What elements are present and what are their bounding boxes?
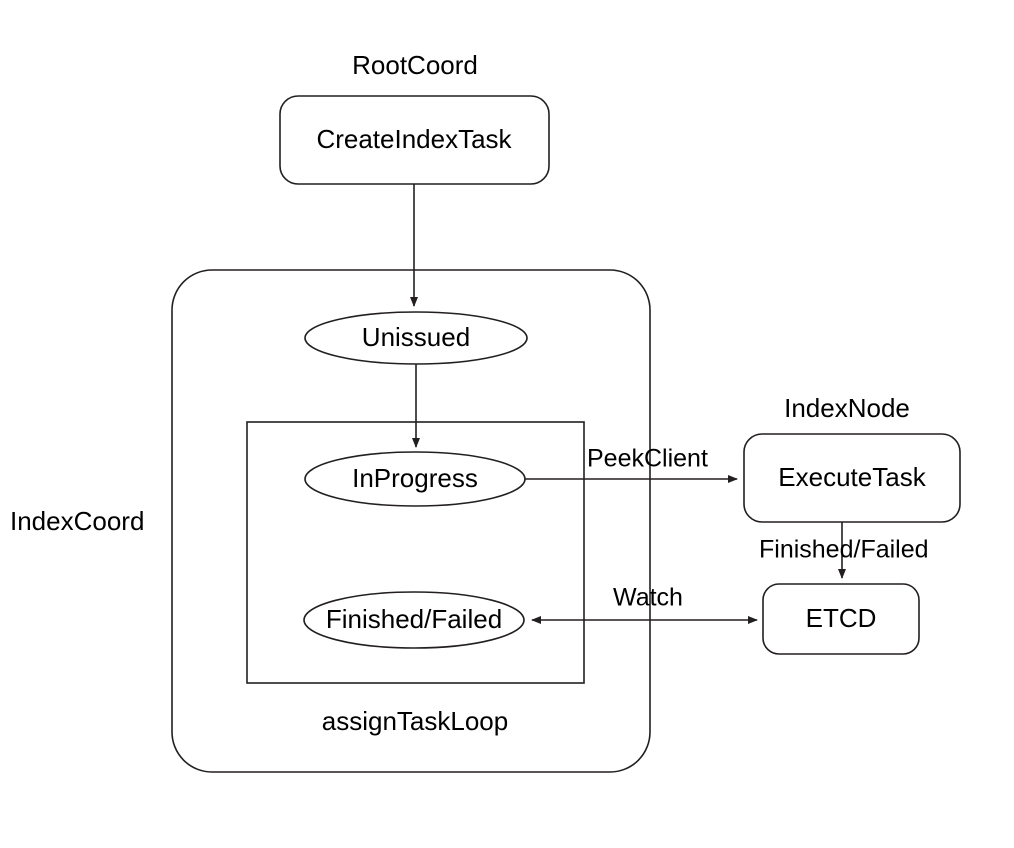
node-etcd[interactable]: ETCD (762, 583, 920, 655)
node-in-progress[interactable]: InProgress (304, 451, 526, 507)
edge-etcd-watch-finishedfailed: Watch (531, 584, 758, 624)
node-finished-failed[interactable]: Finished/Failed (303, 591, 525, 649)
finished-failed-shape[interactable] (303, 591, 525, 649)
in-progress-shape[interactable] (304, 451, 526, 507)
etcd-label: ETCD (806, 603, 877, 633)
unissued-label: Unissued (362, 322, 470, 352)
execute-task-shape[interactable] (743, 433, 961, 523)
finished-failed-label: Finished/Failed (326, 604, 502, 634)
execute-task-label: ExecuteTask (778, 462, 926, 492)
unissued-shape[interactable] (304, 311, 528, 365)
create-index-task-label: CreateIndexTask (316, 124, 512, 154)
edge-label-finished-failed: Finished/Failed (759, 536, 929, 564)
edge-inprogress-to-executetask: PeekClient (524, 445, 738, 483)
in-progress-label: InProgress (352, 463, 478, 493)
edge-executetask-to-etcd: Finished/Failed (759, 522, 929, 579)
indexcoord-boundary (171, 269, 651, 773)
node-create-index-task[interactable]: CreateIndexTask (279, 95, 550, 185)
create-index-task-shape[interactable] (279, 95, 550, 185)
edge-label-peekclient: PeekClient (587, 445, 708, 473)
group-indexcoord: IndexCoord (10, 269, 651, 773)
indexnode-label: IndexNode (784, 393, 910, 423)
indexcoord-label: IndexCoord (10, 506, 144, 536)
edge-label-watch: Watch (613, 584, 683, 612)
node-unissued[interactable]: Unissued (304, 311, 528, 365)
etcd-shape[interactable] (762, 583, 920, 655)
assigntaskloop-label: assignTaskLoop (322, 706, 508, 736)
rootcoord-label: RootCoord (352, 50, 478, 80)
node-execute-task[interactable]: ExecuteTask (743, 433, 961, 523)
